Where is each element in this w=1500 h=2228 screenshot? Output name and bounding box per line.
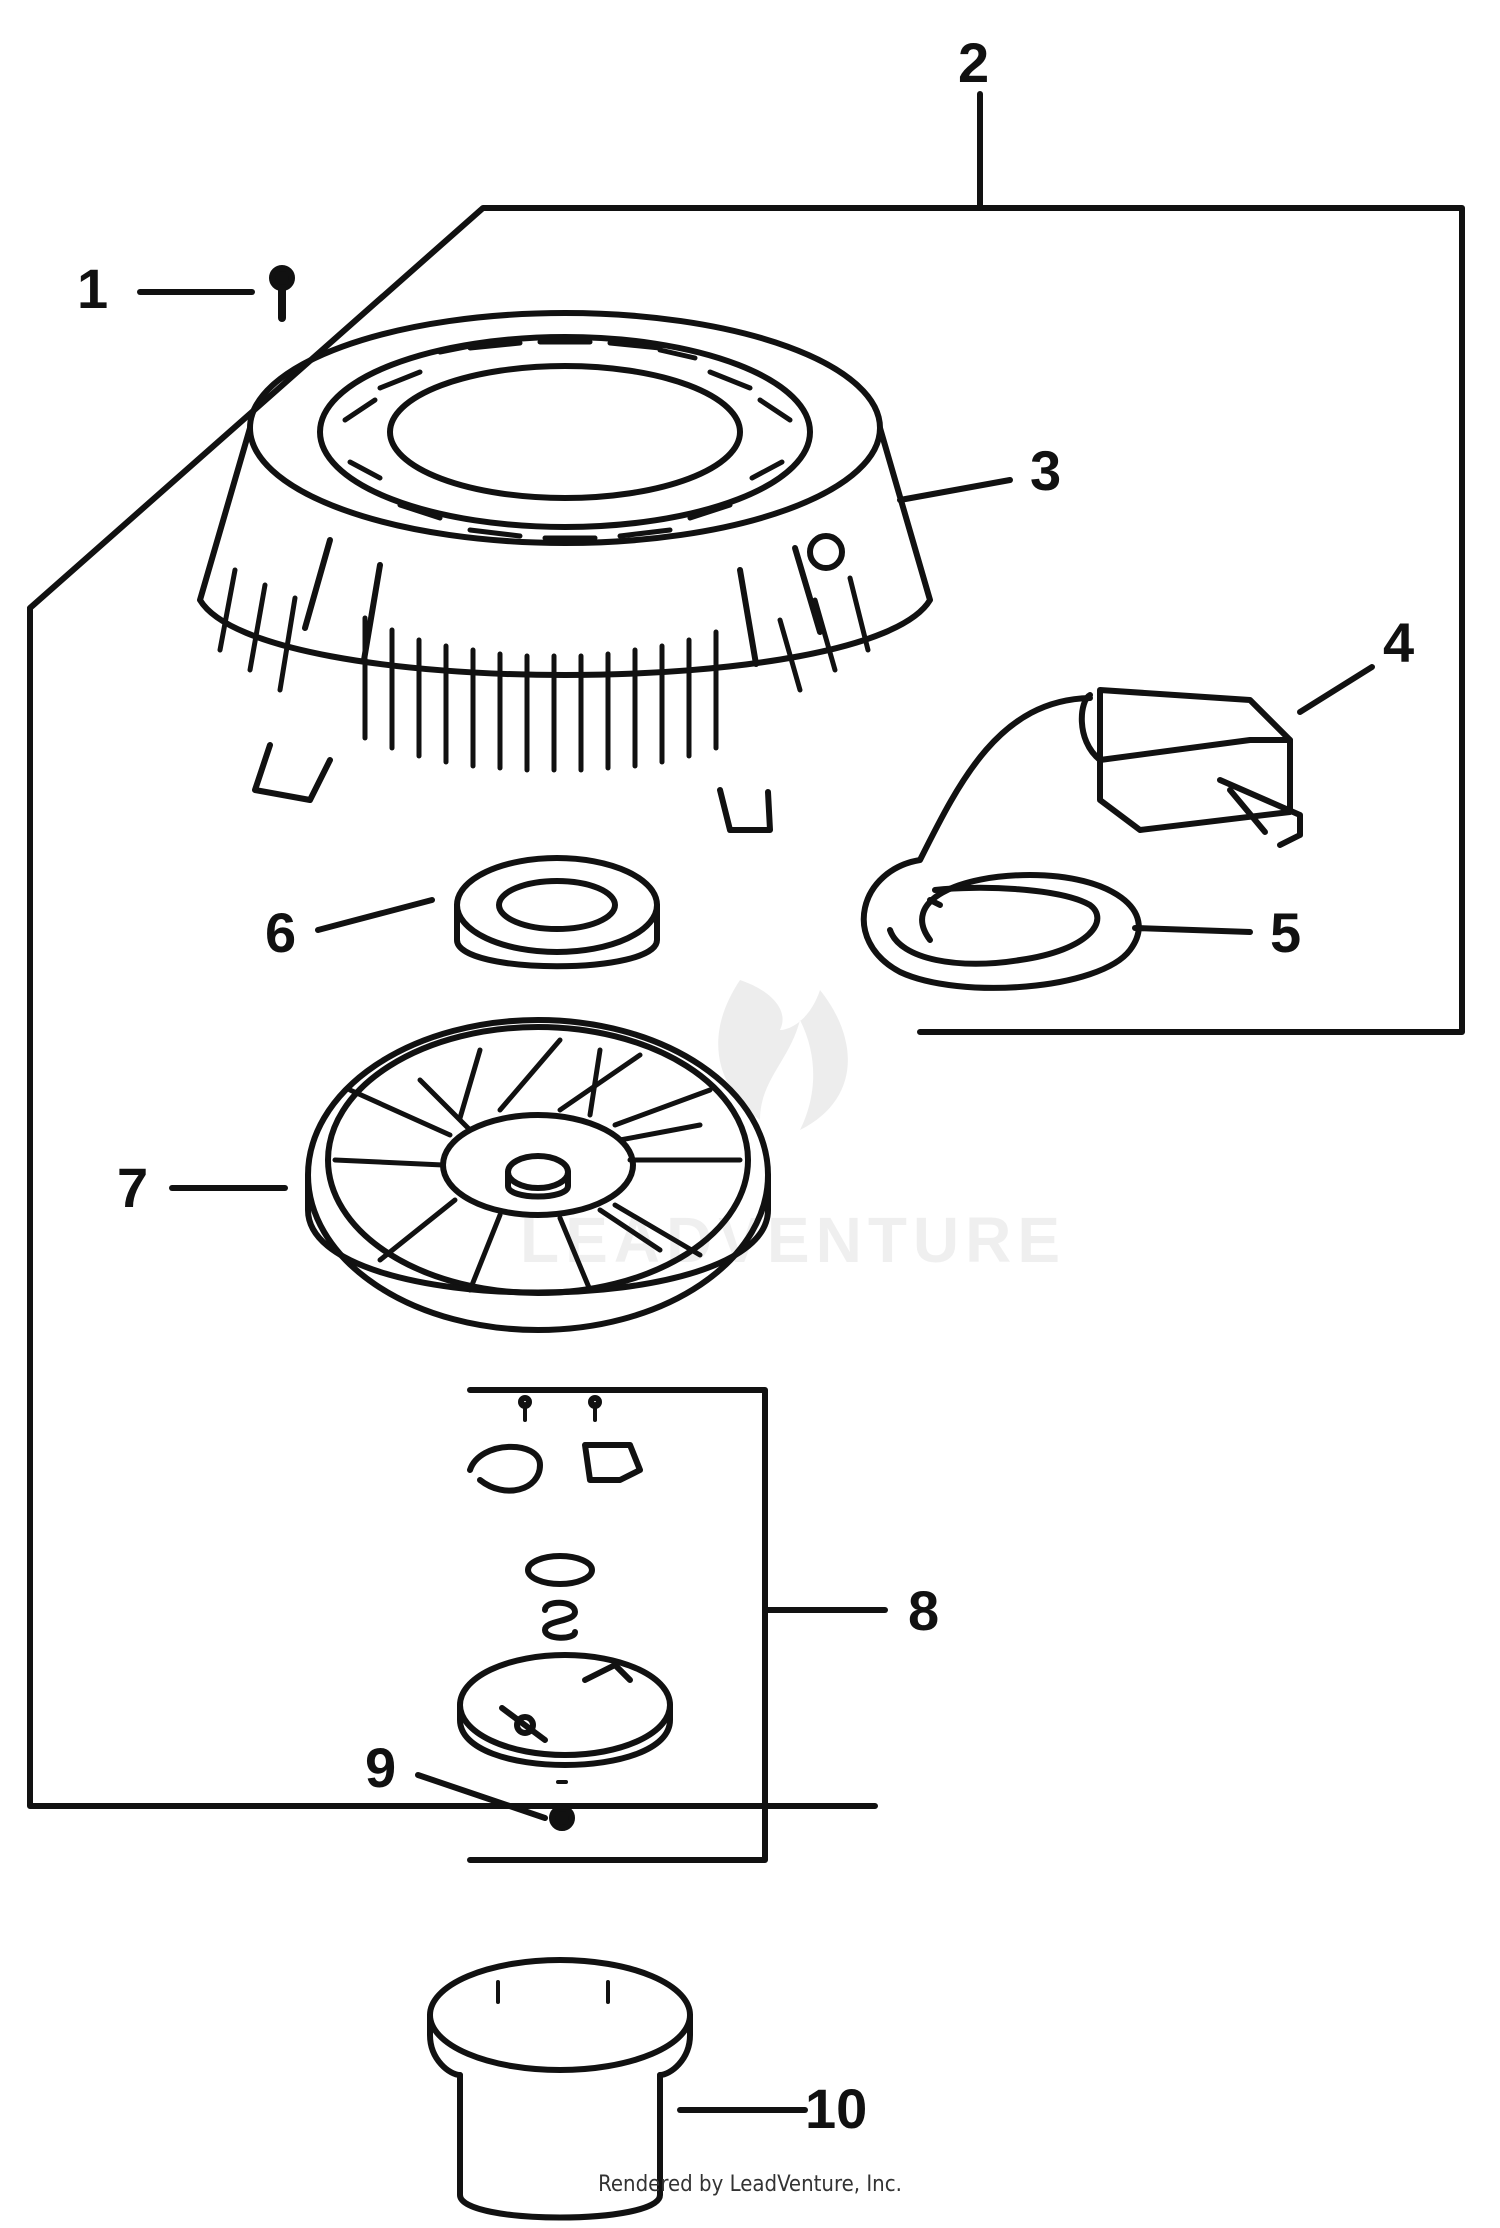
callout-6: 6 — [265, 901, 296, 964]
callout-3: 3 — [1030, 439, 1061, 502]
pawl-kit-icon — [457, 1395, 673, 1768]
leader-5 — [1132, 925, 1253, 935]
pulley-icon — [305, 1017, 771, 1333]
leader-4 — [1297, 664, 1375, 715]
rope-coil-icon — [860, 695, 1142, 991]
callout-5: 5 — [1270, 901, 1301, 964]
assembly-bracket-right — [917, 205, 1465, 1035]
callout-1: 1 — [77, 257, 108, 320]
callout-4: 4 — [1383, 611, 1414, 674]
footer-credit: Rendered by LeadVenture, Inc. — [598, 2172, 902, 2197]
starter-handle-icon — [1078, 687, 1303, 848]
callout-7: 7 — [117, 1156, 148, 1219]
starter-cup-icon — [427, 1957, 693, 2221]
callout-2: 2 — [958, 31, 989, 94]
pawl-screw-icon — [549, 1780, 575, 1831]
watermark-logo — [718, 980, 848, 1130]
screw-icon — [269, 265, 295, 322]
callout-9: 9 — [365, 1736, 396, 1799]
callout-10: 10 — [805, 2077, 867, 2140]
leader-3 — [897, 477, 1013, 503]
kit-bracket-8 — [467, 1387, 768, 1863]
starter-housing-icon — [197, 310, 933, 833]
leader-9 — [415, 1772, 548, 1821]
watermark-text: LEADVENTURE — [520, 1204, 1066, 1276]
assembly-bracket-outline — [27, 205, 983, 1809]
callout-8: 8 — [908, 1579, 939, 1642]
leader-6 — [315, 897, 435, 933]
spacer-ring-icon — [454, 855, 660, 970]
